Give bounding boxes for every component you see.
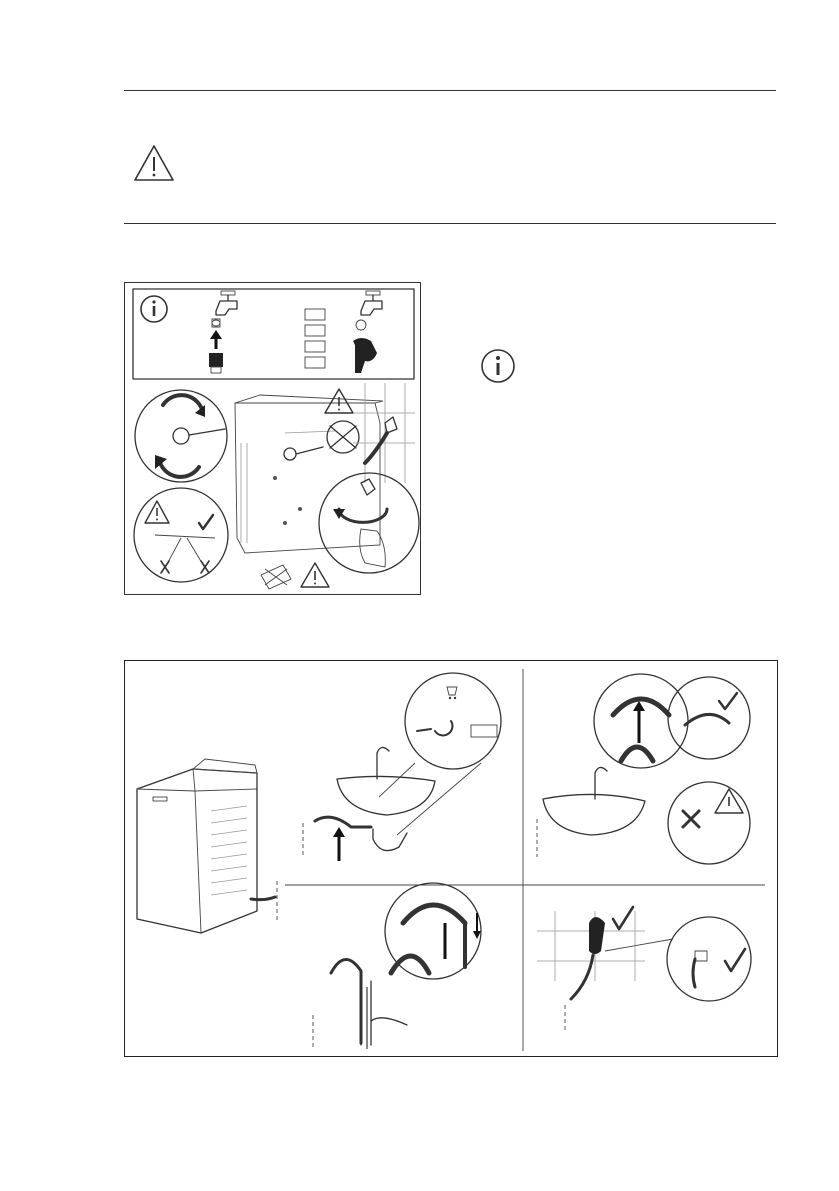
wall-drain-connection-panel — [537, 907, 751, 1033]
drain-hose-figure — [124, 660, 778, 1057]
tap-icon — [353, 291, 382, 373]
sink-trap-connection-panel — [303, 673, 501, 861]
info-icon — [141, 296, 167, 322]
top-divider — [124, 90, 776, 91]
basin-edge-hook-panel — [537, 674, 750, 864]
rotate-connector-detail — [135, 390, 227, 482]
tighten-hose-detail — [319, 473, 419, 573]
warning-triangle-icon — [301, 563, 329, 587]
hose-angle-detail — [134, 488, 228, 582]
wall-tap-illustration — [353, 383, 415, 483]
water-inlet-figure — [124, 282, 421, 595]
tap-icon — [212, 291, 237, 327]
standpipe-connection-panel — [313, 883, 481, 1049]
section-divider — [124, 223, 776, 224]
arrow-up-icon — [210, 330, 222, 349]
info-icon — [480, 348, 516, 384]
shopping-cart-icon — [447, 687, 457, 699]
warning-triangle-icon — [325, 389, 353, 413]
inlet-instructions-panel — [133, 289, 414, 379]
warning-triangle-icon — [133, 144, 175, 182]
washing-machine-illustration — [137, 759, 277, 933]
warning-triangle-icon — [145, 501, 169, 523]
hose-connector-icon — [209, 353, 223, 373]
checkbox-list — [305, 309, 325, 368]
no-hot-water-icon — [327, 421, 359, 453]
